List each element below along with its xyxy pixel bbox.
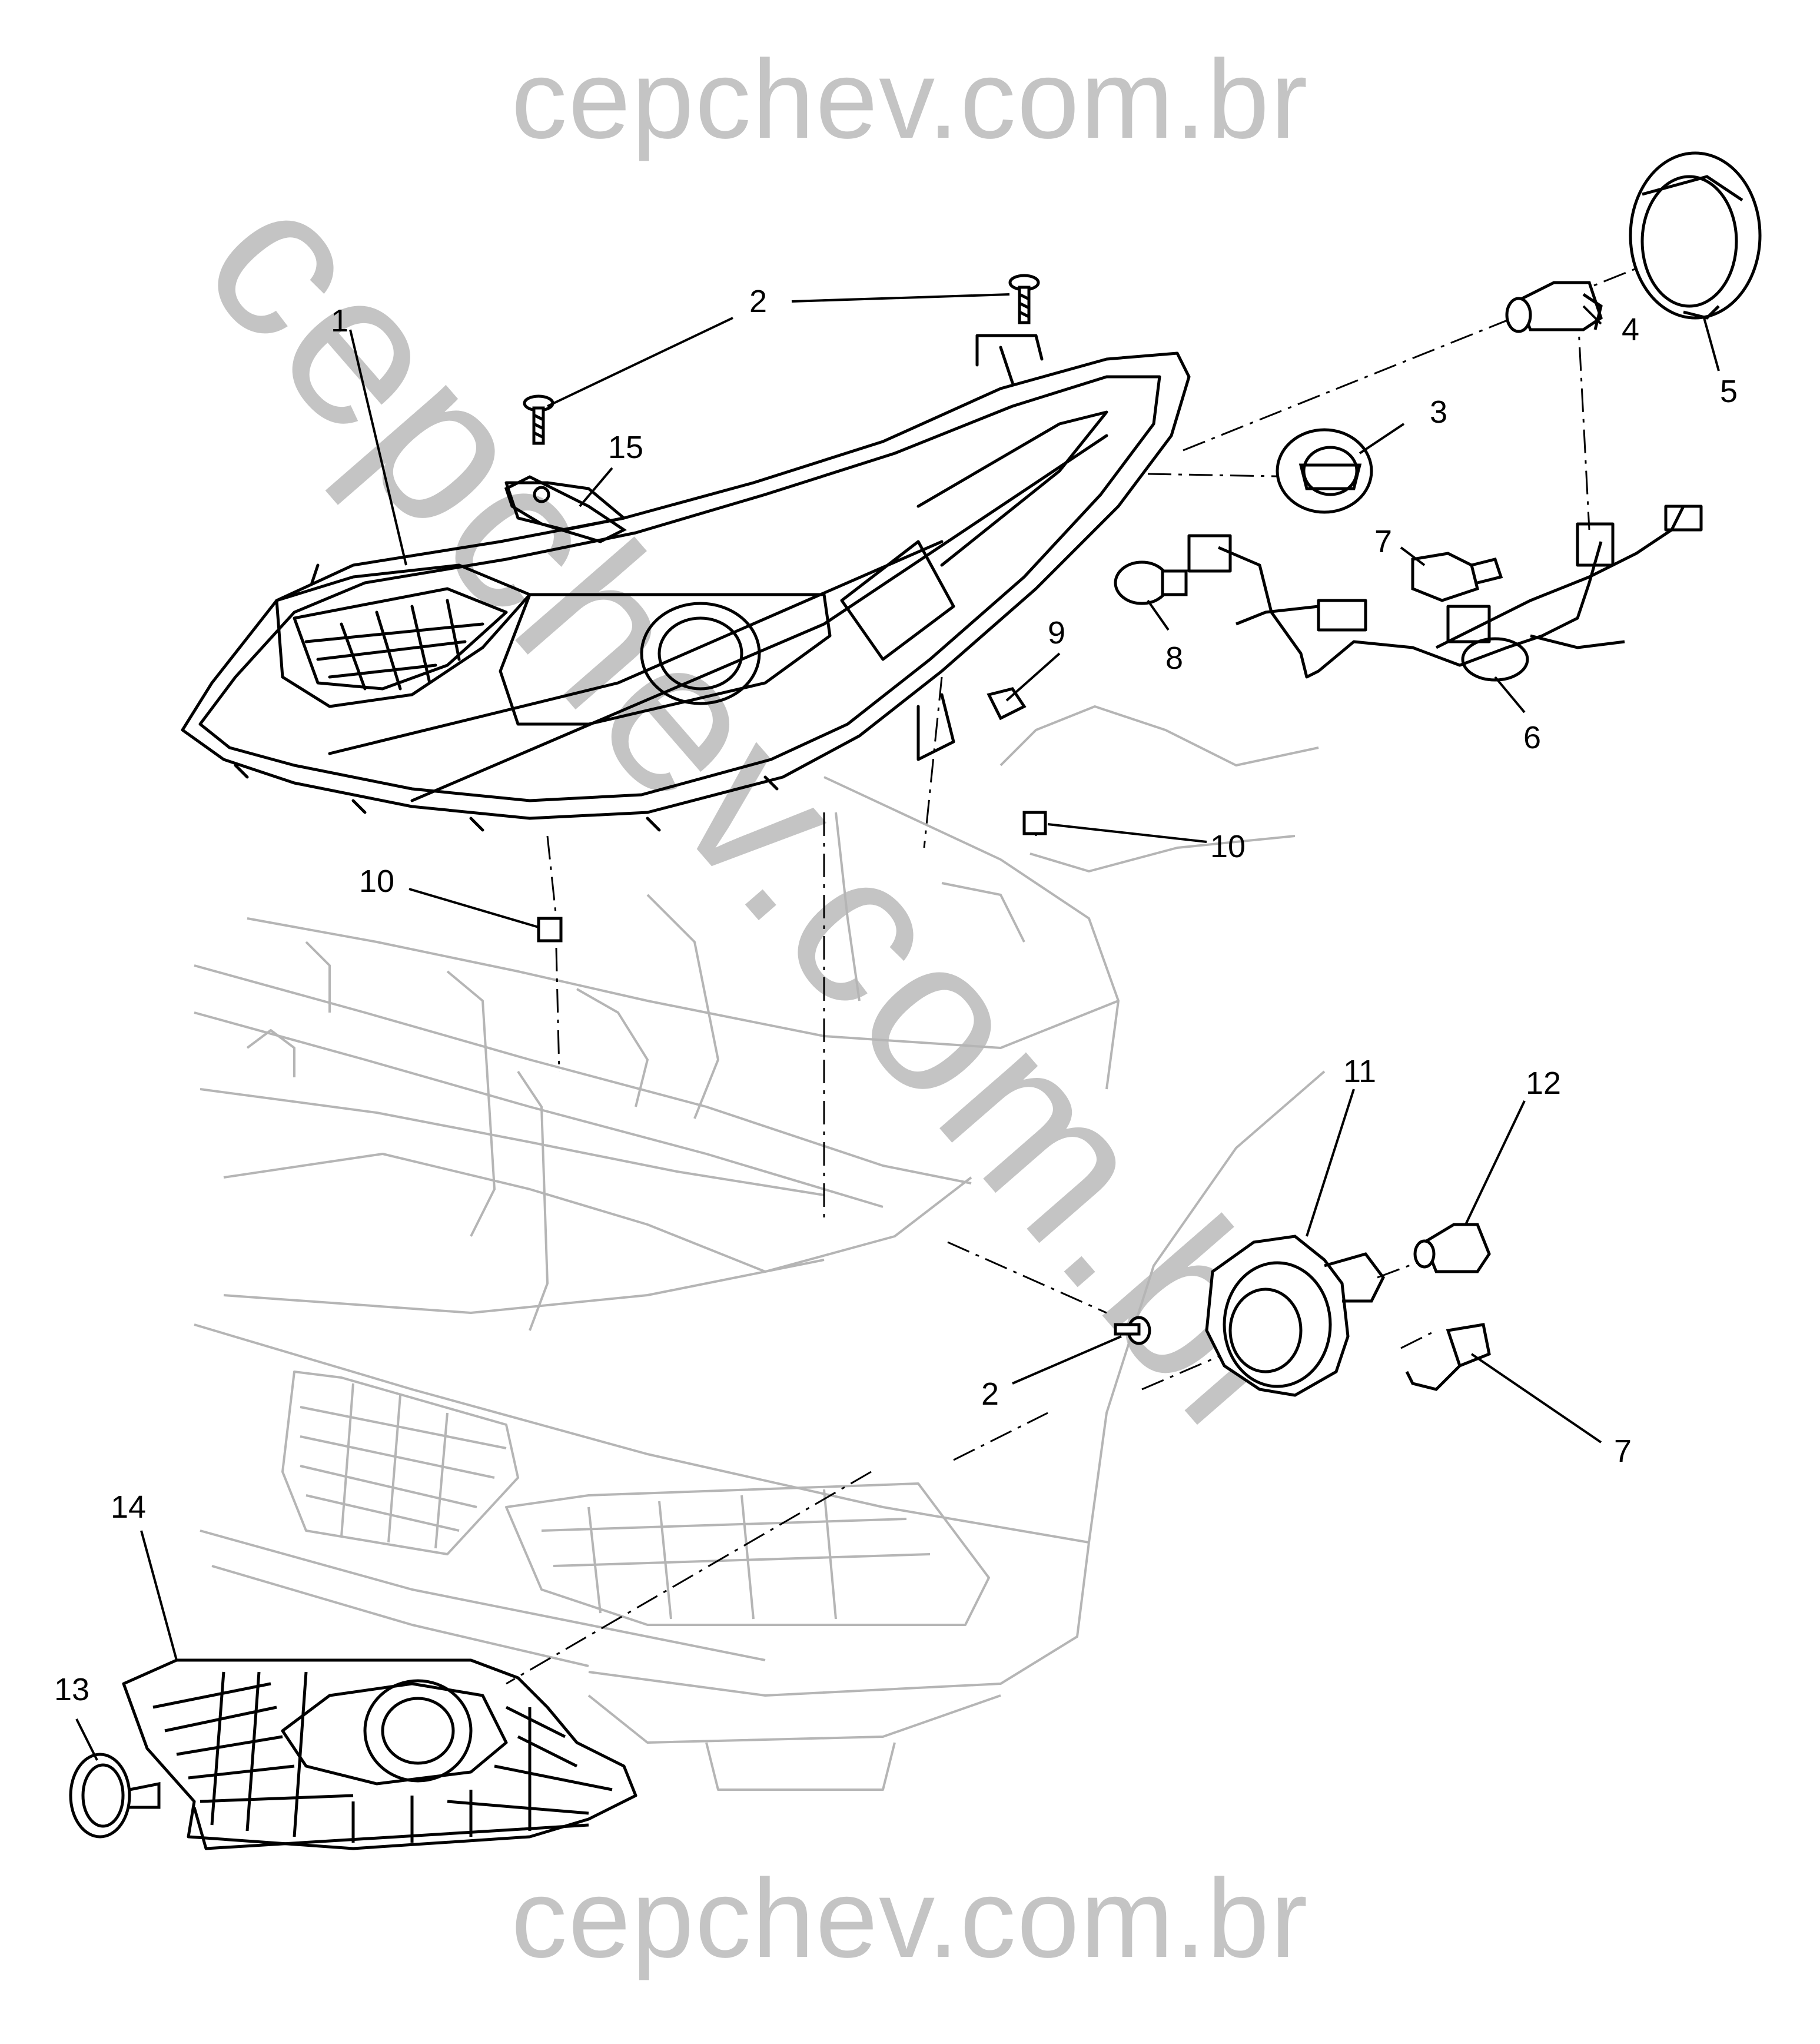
bolt-lower <box>1114 1316 1151 1345</box>
bolt-upper-right <box>1008 274 1040 324</box>
nut-right <box>1022 811 1047 835</box>
callout-7-lower: 7 <box>1613 1434 1632 1469</box>
headlamp-assembly <box>181 334 1191 832</box>
connector-lower <box>1405 1323 1491 1391</box>
callout-5: 5 <box>1719 374 1738 409</box>
connector-upper <box>1411 552 1503 602</box>
callout-13: 13 <box>54 1672 90 1707</box>
callout-7-upper: 7 <box>1374 524 1393 559</box>
watermark-diagonal: cepchev.com.br <box>158 142 1373 1488</box>
car-body-ghost <box>194 705 1326 1791</box>
callout-4: 4 <box>1621 312 1640 347</box>
watermark-top: cepchev.com.br <box>511 37 1309 162</box>
headlamp-bulb <box>1505 281 1603 333</box>
clip-nut <box>987 687 1027 721</box>
callout-6: 6 <box>1523 720 1542 755</box>
callout-2: 2 <box>749 284 768 319</box>
nut-left <box>537 917 563 943</box>
callout-14: 14 <box>110 1489 147 1525</box>
fog-lamp <box>1205 1235 1385 1397</box>
headlamp-cover <box>1629 151 1762 320</box>
callout-8: 8 <box>1165 641 1184 676</box>
callout-15: 15 <box>607 430 644 465</box>
wiring-harness <box>1187 505 1703 682</box>
callout-11: 11 <box>1343 1054 1377 1089</box>
callout-12: 12 <box>1525 1066 1562 1101</box>
assembly-lines <box>506 258 1660 1685</box>
callout-10-right: 10 <box>1210 829 1246 864</box>
fog-lamp-bezel <box>122 1658 637 1850</box>
bracket <box>504 475 627 543</box>
fog-lamp-ring <box>69 1753 161 1839</box>
callout-leaders <box>75 293 1720 1761</box>
callout-9: 9 <box>1047 615 1066 651</box>
callout-1: 1 <box>330 303 349 339</box>
bolt-upper-left <box>523 394 554 445</box>
fog-lamp-bulb <box>1413 1223 1491 1273</box>
watermark-bottom: cepchev.com.br <box>511 1856 1309 1981</box>
bulb-seal <box>1276 428 1373 514</box>
callout-10-left: 10 <box>358 864 395 899</box>
side-marker-bulb <box>1114 560 1188 605</box>
callout-2-lower: 2 <box>981 1376 999 1412</box>
callout-3: 3 <box>1429 394 1448 430</box>
